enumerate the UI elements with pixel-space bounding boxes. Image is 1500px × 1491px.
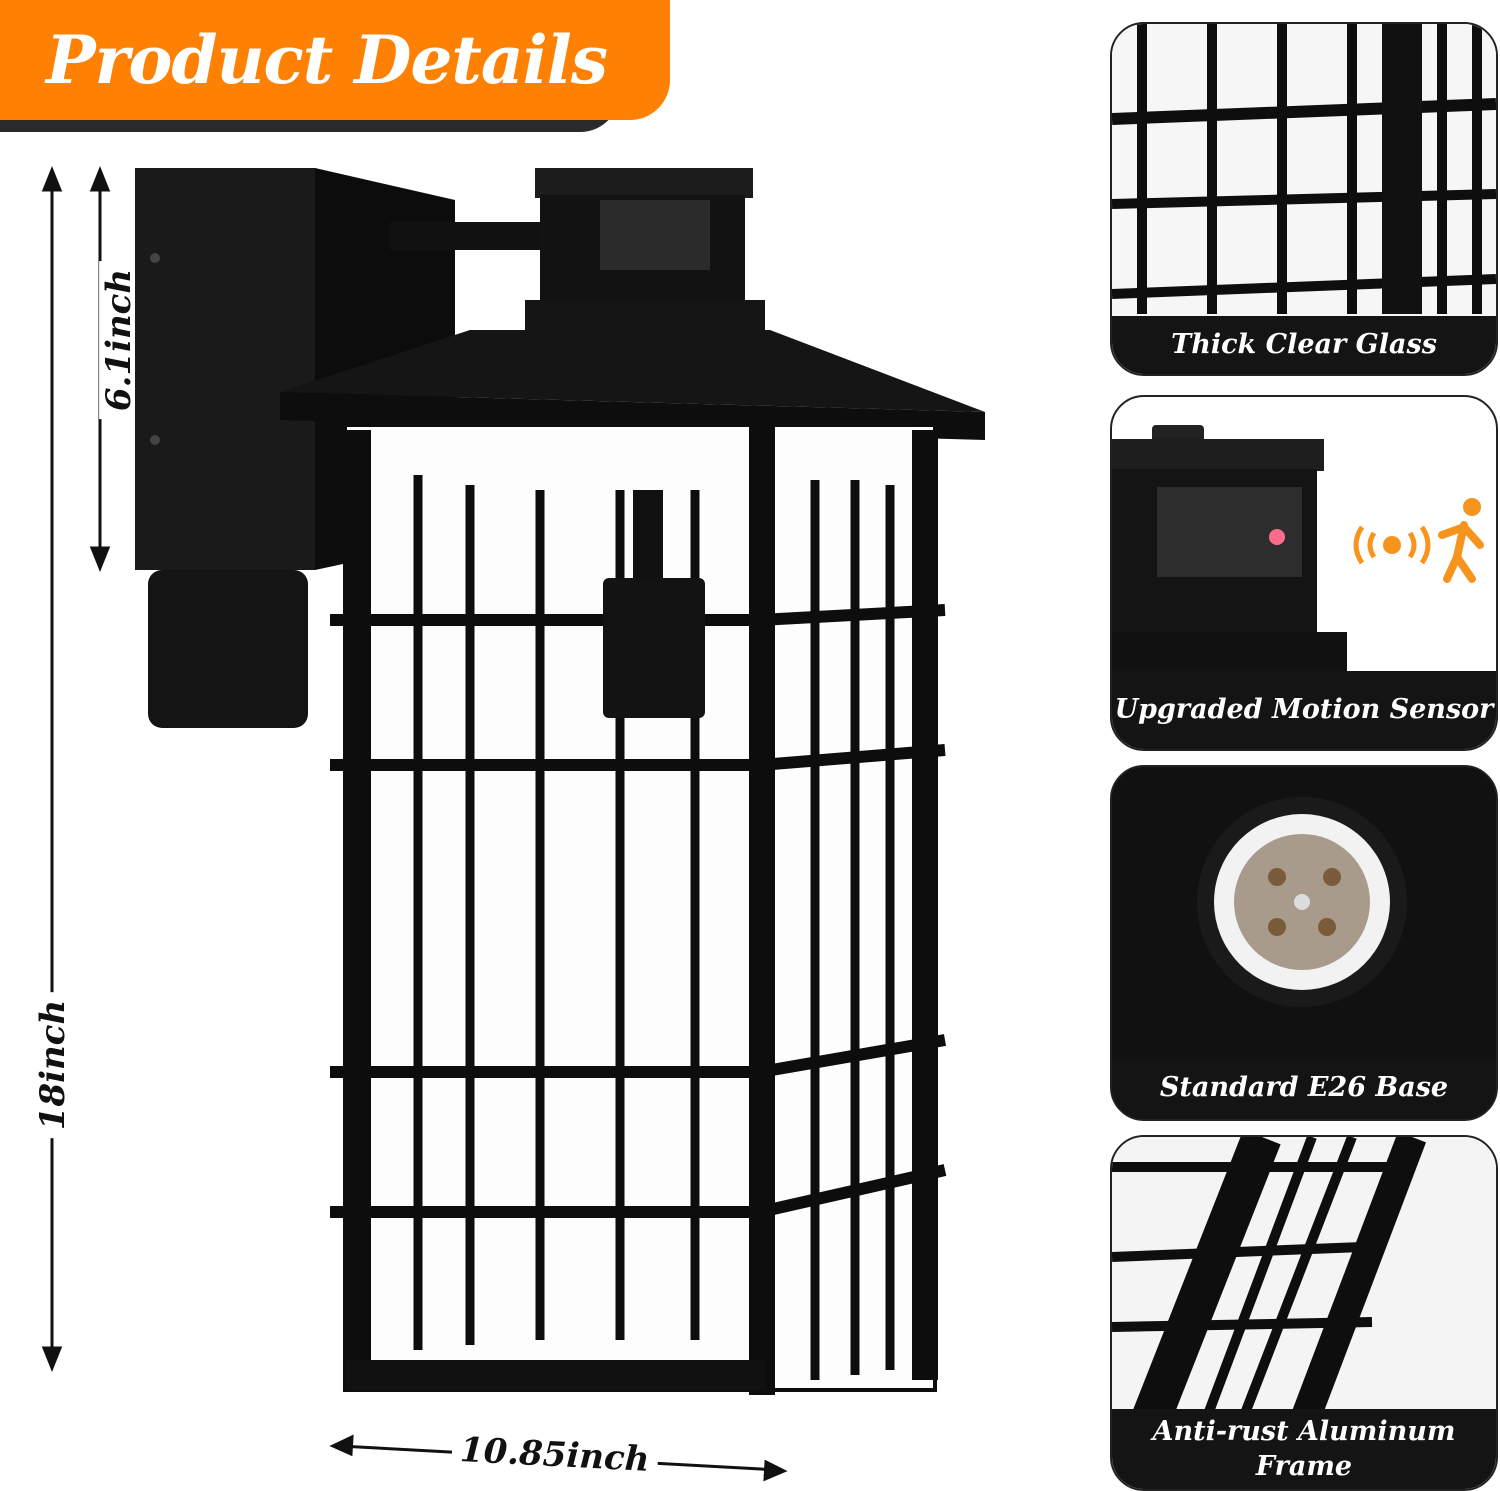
panel-caption: Anti-rust Aluminum Frame <box>1112 1409 1496 1489</box>
dimension-arrows <box>41 165 788 1482</box>
panel-motion-sensor: Upgraded Motion Sensor <box>1110 395 1498 751</box>
lantern-illustration <box>135 168 985 1395</box>
panel-glass: Thick Clear Glass <box>1110 22 1498 376</box>
walking-person-icon <box>1438 498 1484 583</box>
page-title: Product Details <box>46 21 608 99</box>
header-banner: Product Details <box>0 0 670 120</box>
panel-caption: Thick Clear Glass <box>1112 316 1496 374</box>
socket <box>603 490 705 718</box>
glass-grid-image <box>1112 24 1496 374</box>
motion-sensor-image <box>1112 425 1484 692</box>
arm-and-sensor <box>390 168 765 330</box>
panel-aluminum-frame: Anti-rust Aluminum Frame <box>1110 1135 1498 1491</box>
panel-caption: Standard E26 Base <box>1112 1057 1496 1119</box>
panel-caption: Upgraded Motion Sensor <box>1112 671 1496 749</box>
panel-e26-base: Standard E26 Base <box>1110 765 1498 1121</box>
motion-waves-icon <box>1353 525 1431 565</box>
